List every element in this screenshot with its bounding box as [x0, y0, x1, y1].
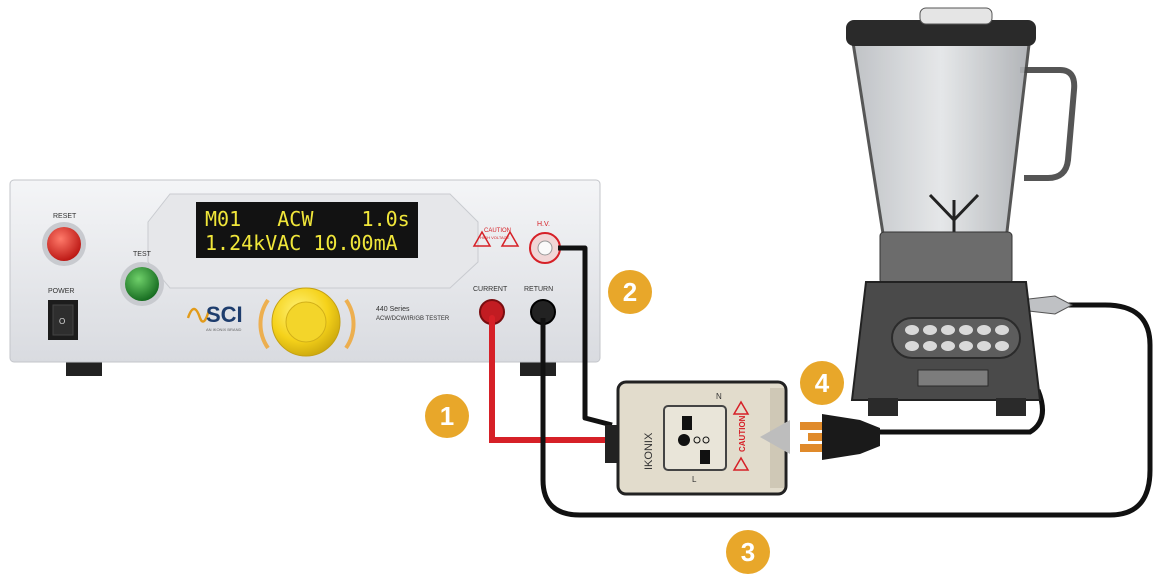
- blender-control-panel[interactable]: [891, 317, 1021, 359]
- step-marker-1: 1: [425, 394, 469, 438]
- marker-label: 1: [440, 401, 454, 431]
- test-leads: [489, 245, 1153, 518]
- plug-body: [822, 414, 880, 460]
- blender-display: [917, 369, 989, 387]
- blender-control-button[interactable]: [959, 325, 973, 335]
- hv-lead: [558, 245, 613, 428]
- caution-warning-icon: [472, 230, 492, 247]
- socket-slot-bottom: [700, 450, 710, 464]
- caution-hv-icon: [500, 230, 520, 247]
- power-label: POWER: [48, 288, 74, 295]
- insertion-arrow: [760, 420, 790, 454]
- socket-ground-hole: [678, 434, 690, 446]
- power-switch[interactable]: [52, 304, 74, 336]
- blender-control-button[interactable]: [995, 325, 1009, 335]
- blender-control-button[interactable]: [941, 325, 955, 335]
- blender-control-button[interactable]: [923, 341, 937, 351]
- brand-logo: SCI: [206, 302, 243, 327]
- adapter-warning-icon-top: [732, 400, 750, 415]
- blender-control-button[interactable]: [923, 325, 937, 335]
- marker-badge: [800, 361, 844, 405]
- blender-control-button[interactable]: [959, 341, 973, 351]
- current-label: CURRENT: [473, 286, 508, 293]
- step-marker-2: 2: [608, 270, 652, 314]
- blender-control-button[interactable]: [941, 341, 955, 351]
- test-button[interactable]: [125, 267, 159, 301]
- caution-sublabel: HIGH VOLTAGE: [480, 235, 510, 240]
- step-marker-3: 3: [726, 530, 770, 574]
- blender-jar-base: [879, 231, 1013, 285]
- blender-control-button[interactable]: [905, 325, 919, 335]
- marker-badge: [608, 270, 652, 314]
- test-adapter: IKONIX N L CAUTION: [605, 380, 790, 496]
- reset-button[interactable]: [47, 227, 81, 261]
- display-line-2: 1.24kVAC 10.00mA: [205, 231, 398, 255]
- adapter-brand: IKONIX: [643, 432, 655, 470]
- return-lead: [540, 302, 1153, 518]
- series-label: 440 Series: [376, 306, 410, 313]
- blender-control-button[interactable]: [995, 341, 1009, 351]
- blender-lid: [846, 20, 1036, 46]
- blender-jar: [850, 34, 1032, 242]
- rotary-knob-cap: [285, 301, 327, 343]
- blender-foot-right: [996, 398, 1026, 416]
- blender-foot-left: [868, 398, 898, 416]
- plug-prong-top: [800, 422, 824, 430]
- return-label: RETURN: [524, 286, 553, 293]
- adapter-caution: CAUTION: [738, 415, 747, 452]
- step-marker-4: 4: [800, 361, 844, 405]
- socket-pin-2: [702, 436, 710, 444]
- display-line-1: M01 ACW 1.0s: [205, 207, 410, 231]
- blender-control-button[interactable]: [977, 325, 991, 335]
- plug-ground-pin: [808, 433, 824, 441]
- brand-logo-mark: [186, 307, 211, 323]
- hv-label: H.V.: [537, 221, 550, 228]
- socket-slot-top: [682, 416, 692, 430]
- blender-handle: [1020, 67, 1078, 181]
- marker-label: 4: [815, 368, 830, 398]
- hipot-tester: M01 ACW 1.0s 1.24kVAC 10.00mA RESET TEST…: [9, 179, 601, 376]
- caution-label: CAUTION: [484, 228, 511, 234]
- test-label: TEST: [133, 251, 152, 258]
- hv-terminal-core: [537, 240, 553, 256]
- blender-lid-cap: [919, 7, 993, 25]
- display-screen: [196, 202, 418, 258]
- adapter-warning-icon-bottom: [732, 456, 750, 471]
- marker-badge: [726, 530, 770, 574]
- power-plug: [800, 414, 880, 460]
- power-switch-mark: O: [59, 317, 65, 326]
- socket-pin-1: [693, 436, 701, 444]
- blender-control-button[interactable]: [977, 341, 991, 351]
- knob-arc-left: [258, 298, 270, 350]
- marker-label: 2: [623, 277, 637, 307]
- blender-blade: [928, 193, 980, 232]
- model-desc: ACW/DCW/IR/GB TESTER: [376, 316, 450, 322]
- adapter-n-label: N: [716, 392, 722, 401]
- reset-label: RESET: [53, 213, 77, 220]
- marker-label: 3: [741, 537, 755, 567]
- marker-badge: [425, 394, 469, 438]
- plug-prong-bottom: [800, 444, 824, 452]
- knob-arc-right: [344, 298, 356, 350]
- adapter-l-label: L: [692, 475, 697, 484]
- blender-control-button[interactable]: [905, 341, 919, 351]
- brand-subtitle: AN IKONIX BRAND: [206, 327, 241, 332]
- current-lead: [489, 315, 615, 443]
- blender-device: [846, 7, 1078, 416]
